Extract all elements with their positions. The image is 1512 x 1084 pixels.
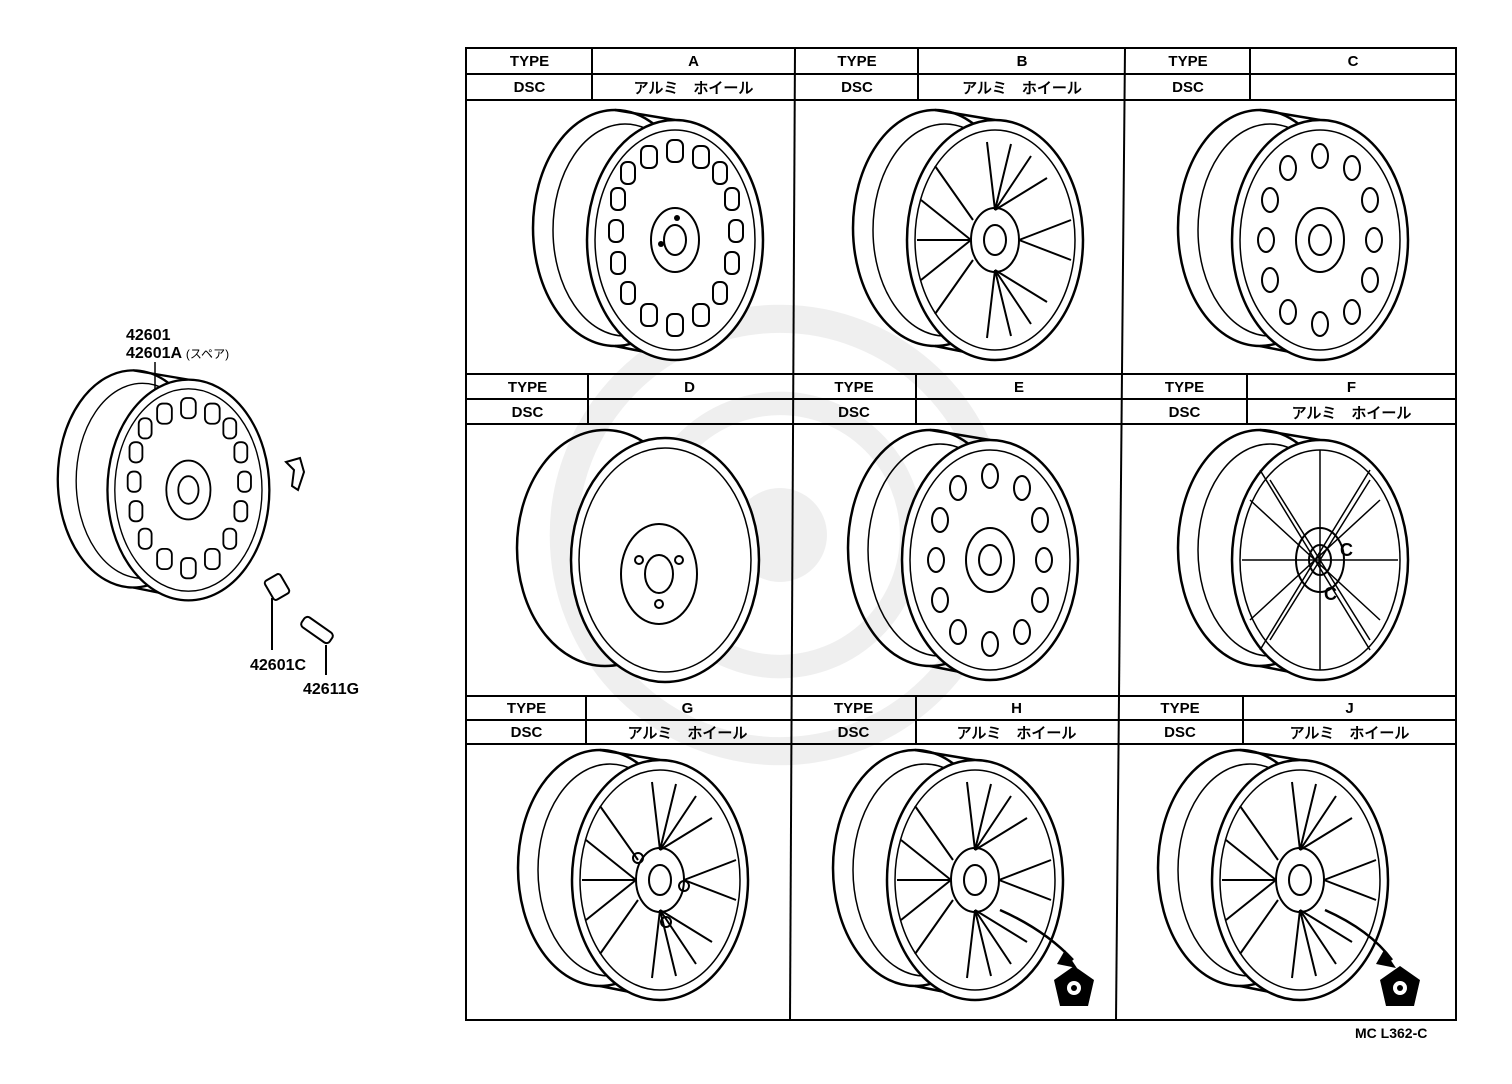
wheel-j-drawing: [1156, 748, 1396, 1002]
cell-b-type-row: TYPE B: [796, 49, 1126, 74]
cell-a-type-row: TYPE A: [467, 49, 795, 74]
cell-c-type-row: TYPE C: [1126, 49, 1456, 74]
cell-g-dsc-key: DSC: [510, 724, 543, 741]
wheel-e-drawing: [846, 428, 1080, 682]
main-wheel-drawing: [56, 362, 271, 602]
cell-d-dsc-row: DSC: [467, 400, 791, 424]
wheel-type-table: [465, 47, 1457, 1021]
cell-f-dsc-key: DSC: [1168, 403, 1201, 421]
cell-f-type-row: TYPE F: [1122, 375, 1456, 399]
cell-h-dsc-row: DSC アルミ ホイール: [791, 721, 1117, 744]
cell-j-dsc-value: アルミ ホイール: [1289, 725, 1410, 742]
wheel-h-lock-nut-icon: [1054, 966, 1094, 1006]
cell-j-dsc-key: DSC: [1164, 724, 1196, 741]
cell-h-type-value: H: [1011, 700, 1022, 717]
cell-e-type-key: TYPE: [834, 378, 874, 396]
cell-a-dsc-value: アルミ ホイール: [633, 80, 754, 97]
cell-j-type-key: TYPE: [1160, 700, 1200, 717]
cell-j-dsc-row: DSC アルミ ホイール: [1117, 721, 1456, 744]
cell-b-type-value: B: [1016, 53, 1028, 70]
wheel-c-drawing: [1176, 108, 1410, 362]
wheel-j-lock-nut-icon: [1380, 966, 1420, 1006]
cell-e-type-row: TYPE E: [792, 375, 1122, 399]
cell-f-type-value: F: [1346, 378, 1357, 396]
cell-b-dsc-key: DSC: [841, 79, 873, 96]
cell-f-type-key: TYPE: [1164, 378, 1205, 396]
cell-d-type-row: TYPE D: [467, 375, 791, 399]
cell-d-dsc-key: DSC: [511, 403, 544, 421]
cell-f-dsc-row: DSC アルミ ホイール: [1122, 400, 1456, 424]
wheel-d-drawing: [515, 428, 761, 684]
spare-note: (スペア): [185, 347, 230, 361]
cell-g-dsc-row: DSC アルミ ホイール: [467, 721, 789, 744]
valve-cap-drawing: [263, 573, 291, 650]
cell-d-type-value: D: [684, 378, 695, 396]
valve-drawing: [300, 615, 334, 675]
cell-j-type-value: J: [1345, 700, 1354, 717]
cell-b-type-key: TYPE: [837, 53, 877, 70]
wheel-a-drawing: [531, 108, 765, 362]
cell-j-type-row: TYPE J: [1117, 697, 1456, 720]
wheel-b-drawing: [851, 108, 1085, 362]
part-number-valve-cap: 42601C: [250, 657, 307, 674]
cell-a-dsc-row: DSC アルミ ホイール: [467, 75, 795, 100]
wheel-g-drawing: [516, 748, 750, 1002]
part-number-spare: 42601A: [126, 345, 182, 362]
diagram-code: MC L362-C: [1355, 1025, 1428, 1041]
cell-a-type-value: A: [688, 53, 699, 70]
wheel-h-drawing: [831, 748, 1077, 1002]
cell-f-dsc-value: アルミ ホイール: [1291, 404, 1412, 422]
cell-e-type-value: E: [1013, 378, 1024, 396]
part-number-spare-wheel: 42601A (スペア): [126, 345, 229, 363]
wheel-weight-drawing: [284, 456, 306, 492]
cell-b-dsc-value: アルミ ホイール: [962, 80, 1082, 97]
cell-c-type-key: TYPE: [1168, 53, 1208, 70]
cell-d-type-key: TYPE: [507, 378, 548, 396]
svg-text:C: C: [1340, 540, 1353, 560]
cell-d-dsc-value: [588, 400, 791, 424]
cell-c-dsc-row: DSC: [1126, 75, 1456, 100]
cell-a-type-key: TYPE: [509, 53, 550, 70]
cell-g-type-row: TYPE G: [467, 697, 789, 720]
cell-h-type-row: TYPE H: [791, 697, 1117, 720]
cell-h-dsc-value: アルミ ホイール: [956, 725, 1077, 742]
cell-b-dsc-row: DSC アルミ ホイール: [796, 75, 1126, 100]
cell-e-dsc-value: [916, 400, 1122, 424]
cell-g-dsc-value: アルミ ホイール: [627, 725, 748, 742]
wheel-f-drawing: C C: [1176, 428, 1410, 682]
part-number-valve: 42611G: [303, 681, 360, 698]
svg-text:C: C: [1324, 584, 1337, 604]
cell-c-dsc-key: DSC: [1172, 79, 1204, 96]
cell-h-dsc-key: DSC: [837, 724, 870, 741]
part-number-wheel: 42601: [126, 327, 171, 344]
cell-h-type-key: TYPE: [833, 700, 874, 717]
cell-a-dsc-key: DSC: [513, 79, 546, 96]
cell-c-type-value: C: [1347, 53, 1359, 70]
cell-g-type-key: TYPE: [506, 700, 547, 717]
cell-g-type-value: G: [681, 700, 694, 717]
cell-c-dsc-value: [1250, 75, 1456, 100]
cell-e-dsc-row: DSC: [792, 400, 1122, 424]
cell-e-dsc-key: DSC: [838, 403, 870, 421]
